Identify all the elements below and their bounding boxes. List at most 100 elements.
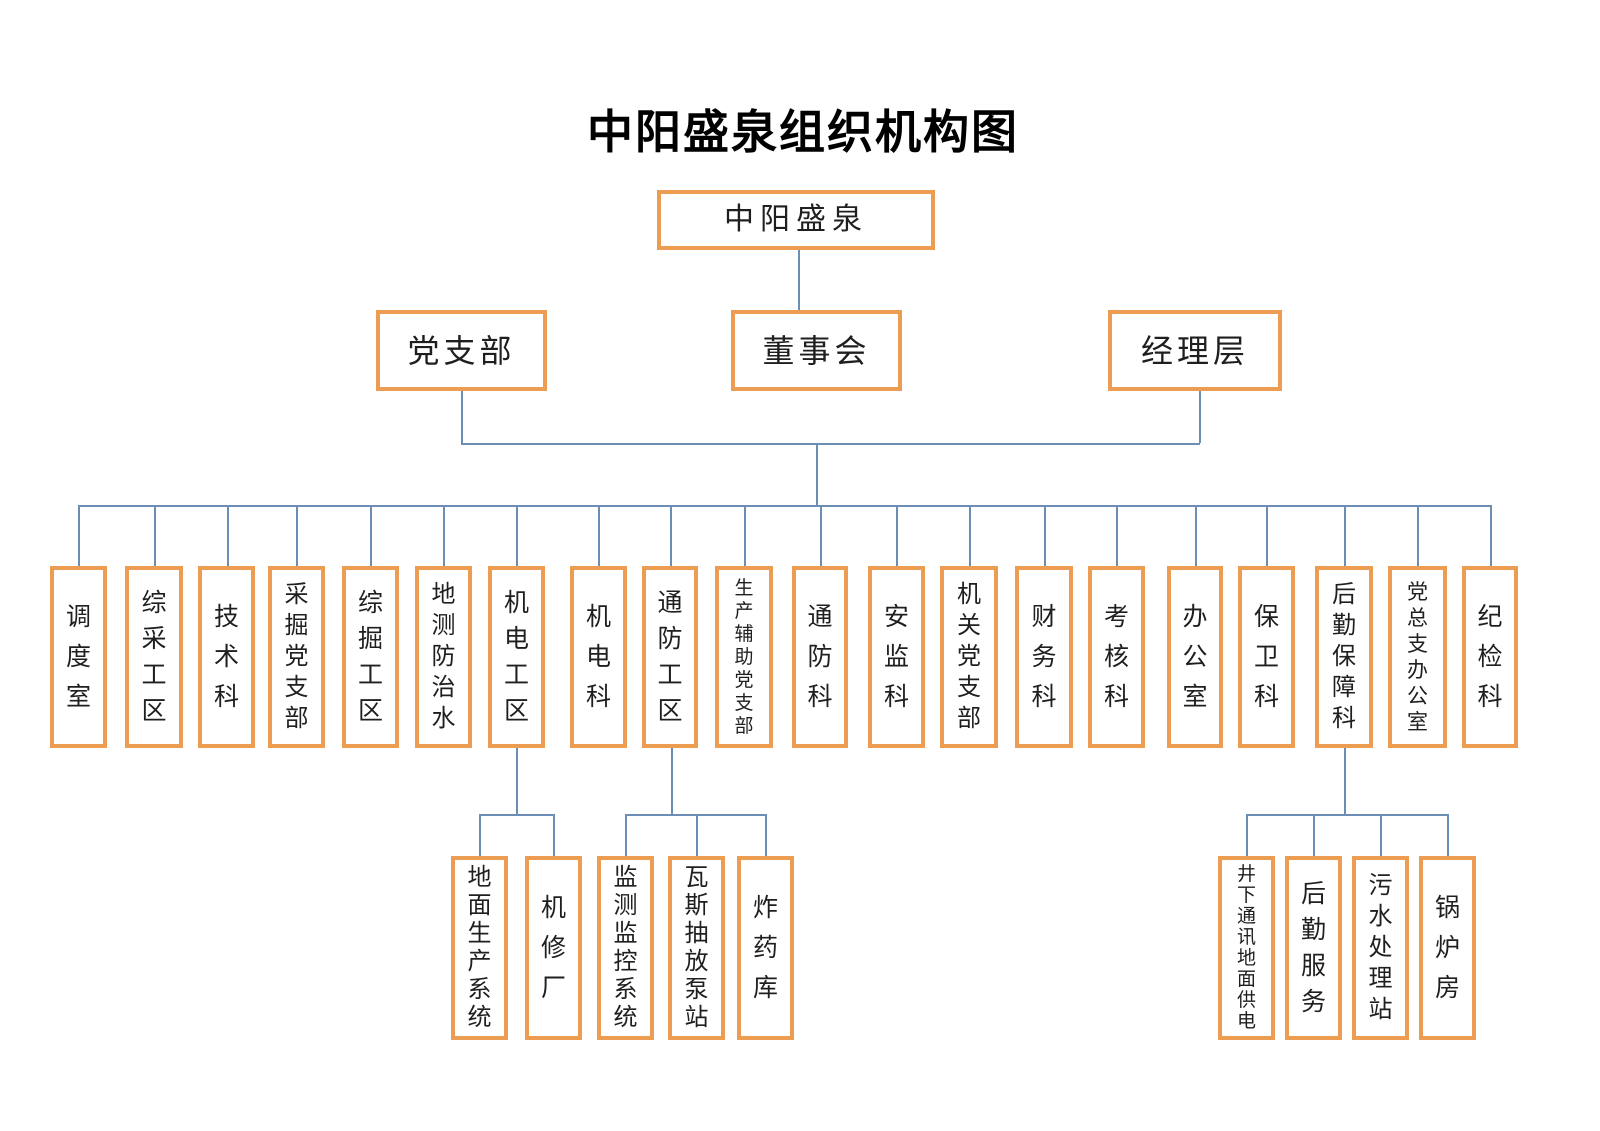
connector-line-vertical xyxy=(820,505,822,566)
connector-line-vertical xyxy=(1490,505,1492,566)
org-node-label-char: 技 xyxy=(213,603,239,631)
connector-line-vertical xyxy=(154,505,156,566)
connector-line-vertical xyxy=(78,505,80,566)
org-node-label-char: 支 xyxy=(1407,631,1428,656)
org-node-label-char: 控 xyxy=(613,949,638,975)
org-node-label-char: 面 xyxy=(1236,969,1256,990)
org-node-label-char: 炉 xyxy=(1434,934,1460,962)
org-node-label-char: 面 xyxy=(467,893,492,919)
org-node-label-char: 地 xyxy=(431,582,456,608)
org-node-label-char: 讯 xyxy=(1236,927,1256,948)
org-node-label-char: 务 xyxy=(1300,988,1326,1016)
org-node-label-char: 纪 xyxy=(1477,603,1503,631)
connector-line-vertical xyxy=(1313,814,1315,856)
org-node-label-char: 电 xyxy=(503,625,529,653)
org-node-label-char: 掘 xyxy=(357,625,383,653)
org-node-label-char: 斯 xyxy=(684,893,709,919)
page-title: 中阳盛泉组织机构图 xyxy=(587,107,1019,158)
org-node-assessment-dept: 考核科 xyxy=(1088,566,1145,748)
connector-line-vertical xyxy=(765,814,767,856)
org-node-label-char: 水 xyxy=(1368,904,1393,930)
org-node-label-char: 党 xyxy=(284,644,309,670)
connector-line-horizontal xyxy=(479,814,554,816)
connector-line-vertical xyxy=(1044,505,1046,566)
org-node-label-char: 生 xyxy=(734,577,754,599)
org-node-label-char: 厂 xyxy=(540,974,566,1002)
org-node-label-char: 区 xyxy=(141,697,167,725)
org-node-gas-drainage-pump-station: 瓦斯抽放泵站 xyxy=(668,856,725,1040)
org-node-management-level: 经理层 xyxy=(1108,310,1282,391)
org-node-label-char: 科 xyxy=(807,683,833,711)
org-node-company-root: 中阳盛泉 xyxy=(657,190,935,250)
org-node-label-char: 安 xyxy=(883,603,909,631)
org-node-label-char: 机 xyxy=(540,894,566,922)
org-node-label-char: 公 xyxy=(1407,683,1428,708)
org-node-label-char: 放 xyxy=(684,949,709,975)
org-node-party-general-branch-office: 党总支办公室 xyxy=(1388,566,1447,748)
connector-line-vertical xyxy=(1266,505,1268,566)
connector-line-vertical xyxy=(516,748,518,814)
org-node-label: 董事会 xyxy=(762,332,871,369)
org-node-label-char: 服 xyxy=(1300,952,1326,980)
org-node-label-char: 关 xyxy=(957,613,981,639)
org-node-excavation-area: 综掘工区 xyxy=(342,566,399,748)
org-node-label-char: 掘 xyxy=(284,613,309,639)
org-node-label-char: 支 xyxy=(284,675,309,701)
connector-line-vertical xyxy=(1380,814,1382,856)
org-node-electromech-area: 机电工区 xyxy=(488,566,545,748)
org-node-general-office: 办公室 xyxy=(1167,566,1223,748)
connector-line-vertical xyxy=(370,505,372,566)
connector-line-horizontal xyxy=(625,814,766,816)
org-node-label-char: 卫 xyxy=(1253,643,1279,671)
connector-line-vertical xyxy=(1417,505,1419,566)
org-node-label-char: 支 xyxy=(957,675,981,701)
org-node-label-char: 总 xyxy=(1407,605,1428,630)
org-node-label-char: 部 xyxy=(734,715,754,737)
connector-line-vertical xyxy=(443,505,445,566)
org-node-label-char: 度 xyxy=(65,643,91,671)
org-node-label-char: 采 xyxy=(141,625,167,653)
org-node-label-char: 辅 xyxy=(734,623,754,645)
org-node-label: 经理层 xyxy=(1140,332,1249,369)
org-node-label-char: 库 xyxy=(752,974,778,1002)
org-node-label-char: 通 xyxy=(657,589,683,617)
connector-line-horizontal xyxy=(78,505,1490,507)
connector-line-vertical xyxy=(479,814,481,856)
org-node-label-char: 防 xyxy=(807,643,833,671)
org-node-label-char: 后 xyxy=(1300,880,1326,908)
org-node-label-char: 区 xyxy=(657,697,683,725)
org-node-label-char: 下 xyxy=(1236,885,1256,906)
org-node-label-char: 障 xyxy=(1332,675,1356,701)
connector-line-vertical xyxy=(625,814,627,856)
org-node-geology-water-control: 地测防治水 xyxy=(415,566,472,748)
org-node-label-char: 监 xyxy=(613,921,638,947)
org-node-label-char: 防 xyxy=(431,644,456,670)
org-node-label-char: 部 xyxy=(957,706,981,732)
org-node-label-char: 科 xyxy=(213,683,239,711)
org-node-label-char: 地 xyxy=(1236,948,1256,969)
connector-line-vertical xyxy=(696,814,698,856)
connector-line-vertical xyxy=(1447,814,1449,856)
org-node-label: 中阳盛泉 xyxy=(724,203,868,236)
org-node-label-char: 党 xyxy=(734,669,754,691)
org-node-fully-mech-mining-area: 综采工区 xyxy=(125,566,183,748)
org-node-label-char: 房 xyxy=(1434,974,1460,1002)
org-node-label-char: 机 xyxy=(585,603,611,631)
org-node-label-char: 室 xyxy=(65,683,91,711)
connector-line-vertical xyxy=(227,505,229,566)
connector-line-vertical xyxy=(1344,505,1346,566)
org-node-label-char: 核 xyxy=(1103,643,1129,671)
org-node-technology-dept: 技术科 xyxy=(198,566,255,748)
org-node-label-char: 统 xyxy=(467,1005,492,1031)
org-node-explosives-depot: 炸药库 xyxy=(737,856,794,1040)
org-node-label-char: 站 xyxy=(1368,997,1393,1023)
org-node-label-char: 修 xyxy=(540,934,566,962)
org-node-label-char: 工 xyxy=(357,661,383,689)
org-node-label-char: 勤 xyxy=(1332,613,1356,639)
org-node-label-char: 药 xyxy=(752,934,778,962)
org-node-label-char: 水 xyxy=(431,706,456,732)
org-node-label-char: 生 xyxy=(467,921,492,947)
org-node-label-char: 务 xyxy=(1031,643,1057,671)
org-node-label-char: 勤 xyxy=(1300,916,1326,944)
connector-line-vertical xyxy=(1116,505,1118,566)
